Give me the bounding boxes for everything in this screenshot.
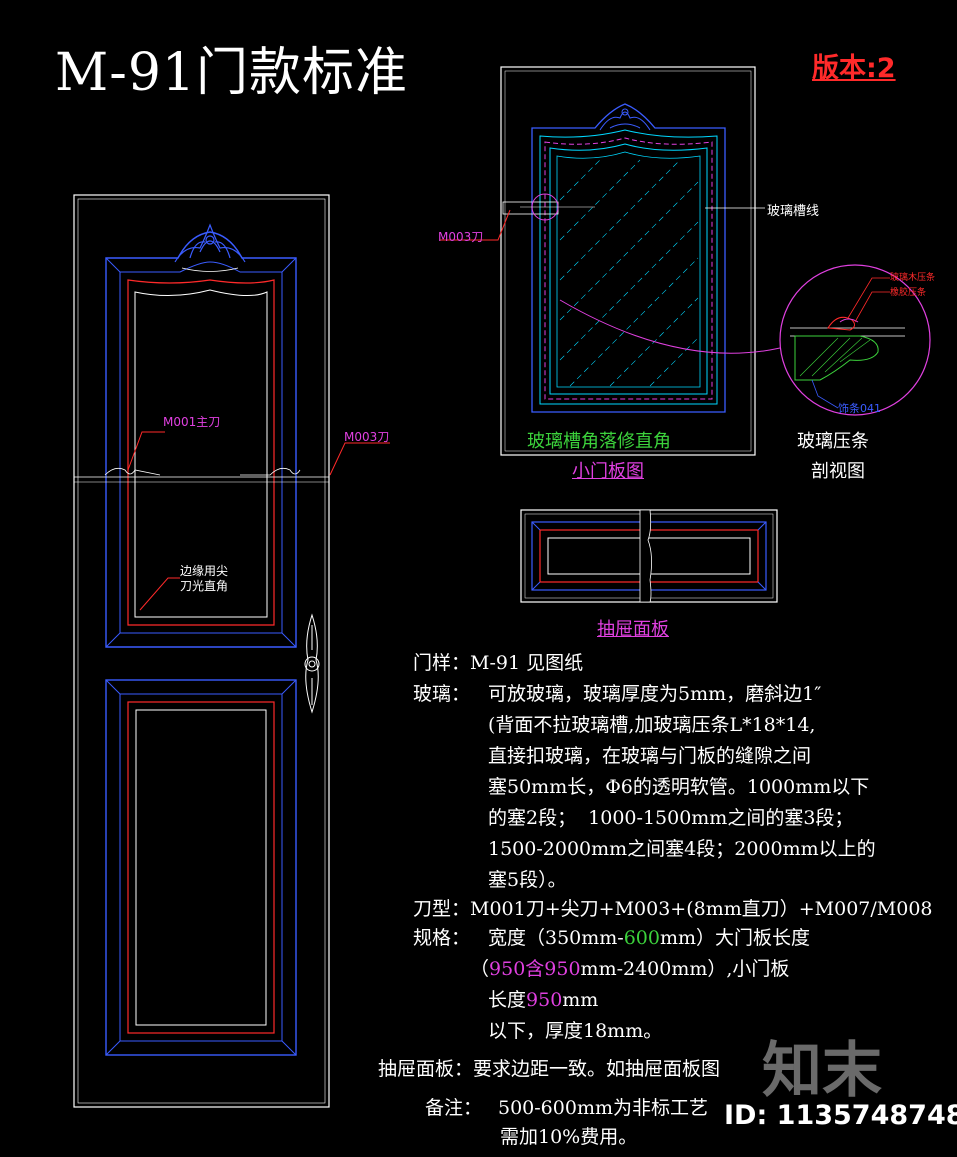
- label-edge-2: 刀光直角: [180, 579, 229, 593]
- spec-text: （: [470, 958, 490, 980]
- spec-text: 长度: [488, 989, 527, 1011]
- page-title: M-91门款标准: [55, 43, 408, 103]
- note-remark-label: 备注：: [425, 1097, 483, 1119]
- note-spec-label: 规格：: [413, 927, 471, 949]
- label-glass-slot: 玻璃槽线: [767, 204, 820, 219]
- note-spec-line-1: 宽度（350mm-600mm）大门板长度: [488, 923, 810, 954]
- spec-text: mm: [562, 989, 599, 1011]
- note-glass-line: 1500-2000mm之间塞4段；2000mm以上的: [488, 838, 876, 860]
- label-section-2: 剖视图: [811, 461, 865, 482]
- label-m001: M001主刀: [163, 415, 221, 429]
- note-spec-line-3: 长度950mm: [488, 985, 598, 1016]
- small-panel-drawing: [440, 66, 781, 456]
- upper-frame-mid: [119, 261, 283, 634]
- note-glass-label: 玻璃：: [413, 683, 471, 705]
- label-small-panel: 小门板图: [572, 461, 644, 482]
- glass-section-detail: [779, 264, 931, 416]
- spec-highlight: 950含950: [489, 958, 581, 980]
- note-glass-line: 塞5段）。: [488, 869, 567, 891]
- upper-frame-white: [134, 289, 268, 618]
- door-elevation: [73, 194, 390, 1108]
- watermark-id: ID: 1135748748: [724, 1100, 957, 1131]
- note-glass-line: 直接扣玻璃，在玻璃与门板的缝隙之间: [488, 745, 812, 767]
- note-glass-line: 的塞2段； 1000-1500mm之间的塞3段；: [488, 807, 854, 829]
- upper-frame-red: [127, 279, 275, 626]
- lower-frame-outer: [105, 679, 297, 1056]
- label-drawer-panel: 抽屉面板: [597, 619, 669, 640]
- glass-hatch: [559, 159, 699, 387]
- note-glass-line: 可放玻璃，玻璃厚度为5mm，磨斜边1″: [488, 683, 822, 705]
- door-handle: [304, 613, 320, 714]
- crest-carving-small: [599, 108, 651, 131]
- version-label: 版本:2: [812, 53, 896, 84]
- note-remark-line-2: 需加10%费用。: [500, 1126, 638, 1148]
- lower-frame-white: [135, 709, 267, 1026]
- label-glass-wood-strip: 玻璃木压条: [890, 273, 936, 283]
- lower-frame-red: [127, 701, 275, 1034]
- note-drawer: 抽屉面板：要求边距一致。如抽屉面板图: [378, 1054, 720, 1085]
- drawer-panel-drawing: [520, 509, 778, 603]
- label-rubber-strip: 橡胶压条: [890, 288, 927, 298]
- label-trim: 饰条041: [838, 402, 881, 415]
- label-section-1: 玻璃压条: [797, 431, 869, 452]
- leader-m003: [329, 442, 390, 476]
- leader-edge: [139, 577, 180, 611]
- note-remark-line-1: 500-600mm为非标工艺: [498, 1097, 708, 1119]
- note-door-text: M-91 见图纸: [470, 652, 584, 674]
- note-drawer-label: 抽屉面板：: [378, 1058, 474, 1080]
- door-outline-inner: [77, 198, 326, 1104]
- lower-frame-mid: [119, 693, 283, 1042]
- spec-text: mm）大门板长度: [659, 927, 811, 949]
- note-glass-line: 塞50mm长，Φ6的透明软管。1000mm以下: [488, 776, 870, 798]
- label-m003-door: M003刀: [344, 430, 390, 444]
- note-door-label: 门样：: [413, 652, 471, 674]
- spec-text: mm-2400mm）,小门板: [580, 958, 790, 980]
- spec-highlight: 600: [623, 927, 660, 949]
- note-glass-line: (背面不拉玻璃槽,加玻璃压条L*18*14,: [488, 714, 816, 736]
- label-m003-panel: M003刀: [438, 230, 484, 244]
- label-glass-corner: 玻璃槽角落修直角: [527, 431, 671, 452]
- watermark-logo: 知末: [762, 1036, 882, 1106]
- label-edge-1: 边缘用尖: [180, 564, 229, 578]
- note-spec-line-2: （950含950mm-2400mm）,小门板: [470, 954, 789, 985]
- crest-carving: [174, 223, 246, 272]
- leader-m001: [127, 431, 165, 471]
- note-knife: 刀型：M001刀+尖刀+M003+(8mm直刀）+M007/M008: [413, 894, 933, 925]
- note-door: 门样：M-91 见图纸: [413, 648, 583, 679]
- note-knife-label: 刀型：: [413, 898, 471, 920]
- door-outline: [73, 194, 330, 1108]
- note-knife-text: M001刀+尖刀+M003+(8mm直刀）+M007/M008: [470, 898, 933, 920]
- spec-text: 宽度（350mm-: [488, 927, 624, 949]
- spec-highlight: 950: [526, 989, 563, 1011]
- note-spec-line-4: 以下，厚度18mm。: [488, 1020, 663, 1042]
- note-drawer-text: 要求边距一致。如抽屉面板图: [473, 1058, 721, 1080]
